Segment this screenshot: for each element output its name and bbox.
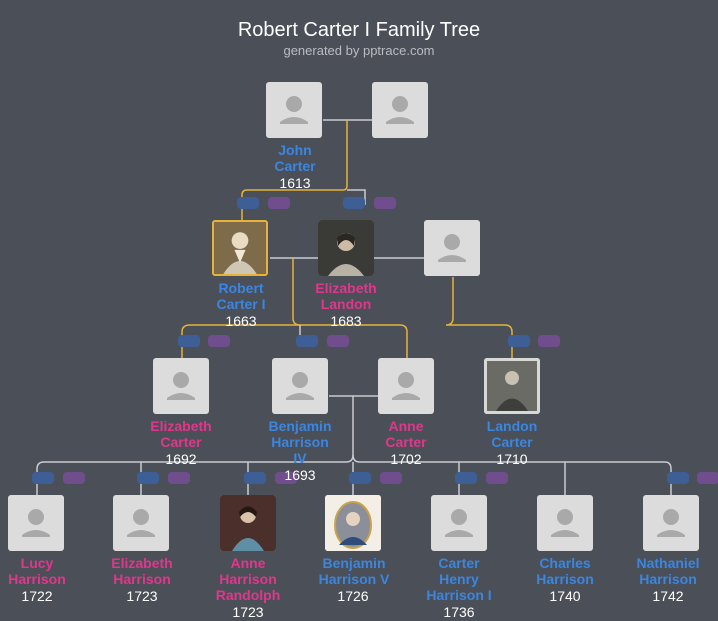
person-photo-carter-henry-harrison-i[interactable]: [431, 495, 487, 551]
pill-relation[interactable]: [697, 472, 718, 484]
pill-relation[interactable]: [268, 197, 290, 209]
page-subtitle: generated by pptrace.com: [283, 43, 435, 58]
person-placeholder-icon: [167, 372, 195, 400]
person-photo-elizabeth-landon[interactable]: [318, 220, 374, 276]
person-year-anne-carter: 1702: [390, 451, 422, 467]
pill-relation[interactable]: [538, 335, 560, 347]
person-name-charles-harrison[interactable]: Charles Harrison: [536, 555, 594, 587]
person-year-lucy-harrison: 1722: [21, 588, 53, 604]
pill-relation[interactable]: [208, 335, 230, 347]
person-year-benjamin-harrison-iv: 1693: [284, 467, 316, 483]
pill-relation[interactable]: [63, 472, 85, 484]
person-name-lucy-harrison[interactable]: Lucy Harrison: [8, 555, 66, 587]
pill-relation[interactable]: [237, 197, 259, 209]
person-year-elizabeth-carter: 1692: [165, 451, 197, 467]
pill-relation[interactable]: [508, 335, 530, 347]
person-name-nathaniel-harrison[interactable]: Nathaniel Harrison: [636, 555, 700, 587]
person-name-landon-carter[interactable]: Landon Carter: [486, 418, 538, 450]
person-photo-benjamin-harrison-v[interactable]: [325, 495, 381, 551]
pill-relation[interactable]: [343, 197, 365, 209]
pill-relation[interactable]: [168, 472, 190, 484]
person-name-robert-carter-i[interactable]: Robert Carter I: [216, 280, 266, 312]
pill-relation[interactable]: [374, 197, 396, 209]
person-photo-lucy-harrison[interactable]: [8, 495, 64, 551]
portrait-image-icon: [484, 358, 540, 414]
portrait-image-icon: [220, 495, 276, 551]
person-placeholder-icon: [657, 509, 685, 537]
portrait-image-icon: [318, 220, 374, 276]
pill-relation[interactable]: [327, 335, 349, 347]
person-photo-robert-carter-i[interactable]: [212, 220, 268, 276]
portrait-image-icon: [214, 222, 266, 274]
person-year-anne-harrison-randolph: 1723: [232, 604, 264, 620]
person-photo-elizabeth-harrison[interactable]: [113, 495, 169, 551]
person-placeholder-icon: [386, 96, 414, 124]
person-year-landon-carter: 1710: [496, 451, 528, 467]
person-photo-benjamin-harrison-iv[interactable]: [272, 358, 328, 414]
person-name-elizabeth-landon[interactable]: Elizabeth Landon: [315, 280, 377, 312]
person-placeholder-icon: [445, 509, 473, 537]
person-placeholder-icon: [280, 96, 308, 124]
pill-relation[interactable]: [275, 472, 297, 484]
pill-relation[interactable]: [380, 472, 402, 484]
person-year-carter-henry-harrison-i: 1736: [443, 604, 475, 620]
pill-relation[interactable]: [667, 472, 689, 484]
person-photo-charles-harrison[interactable]: [537, 495, 593, 551]
person-name-anne-harrison-randolph[interactable]: Anne Harrison Randolph: [215, 555, 281, 603]
pill-relation[interactable]: [178, 335, 200, 347]
person-photo-john-carter[interactable]: [266, 82, 322, 138]
person-placeholder-icon: [392, 372, 420, 400]
person-photo-nathaniel-harrison[interactable]: [643, 495, 699, 551]
person-placeholder-icon: [22, 509, 50, 537]
person-year-charles-harrison: 1740: [549, 588, 581, 604]
pill-relation[interactable]: [137, 472, 159, 484]
person-photo-spouse[interactable]: [424, 220, 480, 276]
person-placeholder-icon: [438, 234, 466, 262]
person-name-elizabeth-harrison[interactable]: Elizabeth Harrison: [111, 555, 173, 587]
person-name-benjamin-harrison-iv[interactable]: Benjamin Harrison IV: [268, 418, 332, 466]
person-name-anne-carter[interactable]: Anne Carter: [385, 418, 427, 450]
person-photo-anne-harrison-randolph[interactable]: [220, 495, 276, 551]
person-name-carter-henry-harrison-i[interactable]: Carter Henry Harrison I: [426, 555, 492, 603]
portrait-image-icon: [325, 495, 381, 551]
person-year-robert-carter-i: 1663: [225, 313, 257, 329]
pill-relation[interactable]: [486, 472, 508, 484]
pill-relation[interactable]: [32, 472, 54, 484]
person-name-elizabeth-carter[interactable]: Elizabeth Carter: [150, 418, 212, 450]
person-photo-anne-carter[interactable]: [378, 358, 434, 414]
pill-relation[interactable]: [455, 472, 477, 484]
pill-relation[interactable]: [244, 472, 266, 484]
person-name-benjamin-harrison-v[interactable]: Benjamin Harrison V: [318, 555, 390, 587]
person-photo-elizabeth-carter[interactable]: [153, 358, 209, 414]
person-year-elizabeth-harrison: 1723: [126, 588, 158, 604]
person-year-elizabeth-landon: 1683: [330, 313, 362, 329]
person-year-nathaniel-harrison: 1742: [652, 588, 684, 604]
person-placeholder-icon: [127, 509, 155, 537]
person-name-john-carter[interactable]: John Carter: [274, 142, 316, 174]
person-photo-landon-carter[interactable]: [484, 358, 540, 414]
person-year-john-carter: 1613: [279, 175, 311, 191]
person-placeholder-icon: [286, 372, 314, 400]
page-title: Robert Carter I Family Tree: [237, 19, 481, 41]
person-placeholder-icon: [551, 509, 579, 537]
person-year-benjamin-harrison-v: 1726: [337, 588, 369, 604]
pill-relation[interactable]: [349, 472, 371, 484]
pill-relation[interactable]: [296, 335, 318, 347]
person-photo-spouse[interactable]: [372, 82, 428, 138]
